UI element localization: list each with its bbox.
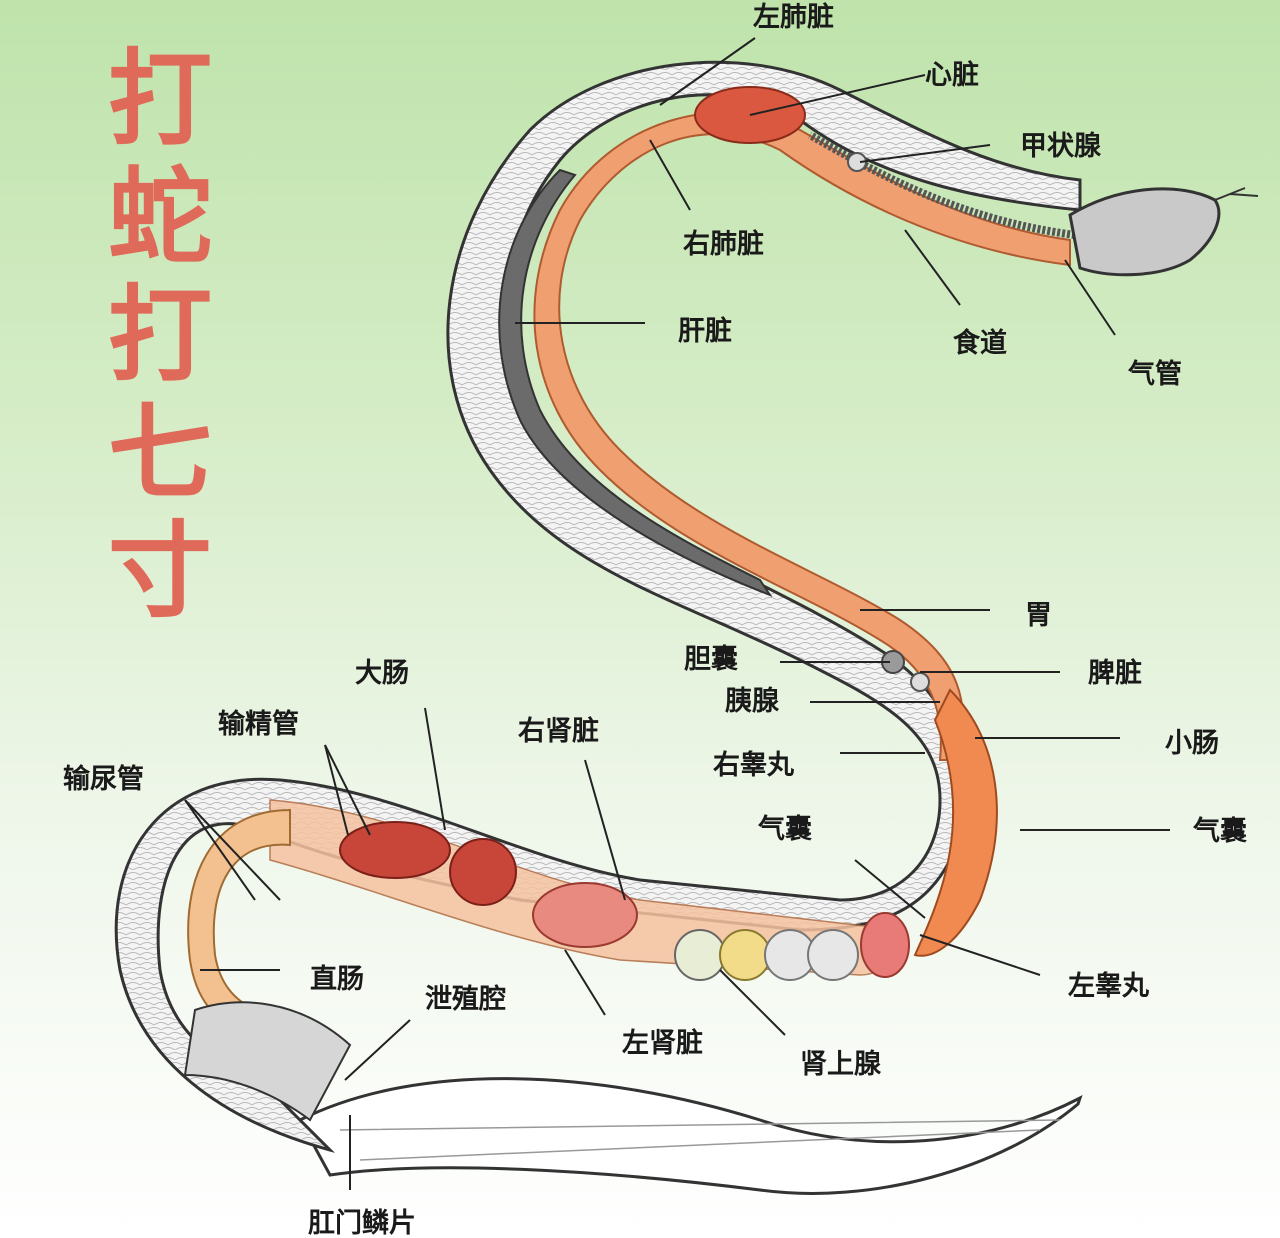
left-testis-organ-1 — [719, 929, 771, 981]
snake-head — [1068, 187, 1221, 277]
label-air-sac-inner: 气囊 — [757, 814, 812, 845]
label-esophagus: 食道 — [953, 327, 1007, 359]
trachea — [808, 131, 1076, 239]
label-cloaca: 泄殖腔 — [425, 984, 506, 1015]
page-title: 打 蛇 打 七 寸 — [100, 40, 220, 630]
title-char-5: 寸 — [107, 510, 212, 632]
small-intestine — [913, 688, 998, 957]
large-intestine-organ — [339, 821, 451, 879]
label-left-lung: 左肺脏 — [753, 2, 834, 33]
esophagus-stomach — [533, 111, 1071, 761]
label-heart: 心脏 — [925, 60, 979, 91]
label-liver: 肝脏 — [678, 316, 732, 347]
label-left-kidney: 左肾脏 — [622, 1028, 703, 1059]
air-sac-organ — [860, 912, 910, 978]
cloaca-ring — [183, 1001, 352, 1122]
label-small-intestine: 小肠 — [1165, 728, 1219, 759]
large-intestine-organ-2 — [449, 838, 517, 906]
rectum-tube — [187, 808, 291, 1032]
left-testis-organ-3 — [807, 929, 859, 981]
label-right-kidney: 右肾脏 — [518, 716, 599, 747]
label-stomach: 胃 — [1025, 600, 1052, 631]
snake-tongue — [1214, 187, 1259, 201]
liver — [498, 168, 773, 598]
spleen-organ — [910, 672, 930, 692]
title-char-1: 打 — [107, 38, 212, 160]
label-right-lung: 右肺脏 — [683, 229, 764, 260]
label-right-testis: 右睾丸 — [713, 750, 794, 781]
title-char-4: 七 — [107, 392, 212, 514]
label-anal-scale: 肛门鳞片 — [308, 1208, 416, 1238]
title-char-2: 蛇 — [107, 156, 212, 278]
label-gallbladder: 胆囊 — [684, 644, 738, 675]
label-air-sac-outer: 气囊 — [1192, 816, 1247, 847]
label-adrenal: 肾上腺 — [800, 1049, 882, 1080]
label-spleen: 脾脏 — [1087, 658, 1142, 689]
label-large-intestine: 大肠 — [355, 658, 409, 689]
adrenal-spiral — [674, 929, 726, 981]
title-char-3: 打 — [107, 274, 212, 396]
right-kidney-organ — [532, 882, 638, 948]
label-vas-deferens: 输精管 — [218, 708, 299, 740]
label-pancreas: 胰腺 — [725, 686, 780, 717]
label-thyroid: 甲状腺 — [1020, 131, 1102, 162]
label-trachea: 气管 — [1127, 359, 1182, 390]
label-ureter: 输尿管 — [63, 763, 144, 795]
leader-lines — [184, 37, 1170, 1190]
tail — [297, 1077, 1083, 1195]
label-left-testis: 左睾丸 — [1068, 971, 1149, 1002]
label-rectum: 直肠 — [310, 964, 364, 995]
tail-scale-pattern — [339, 1119, 1061, 1161]
